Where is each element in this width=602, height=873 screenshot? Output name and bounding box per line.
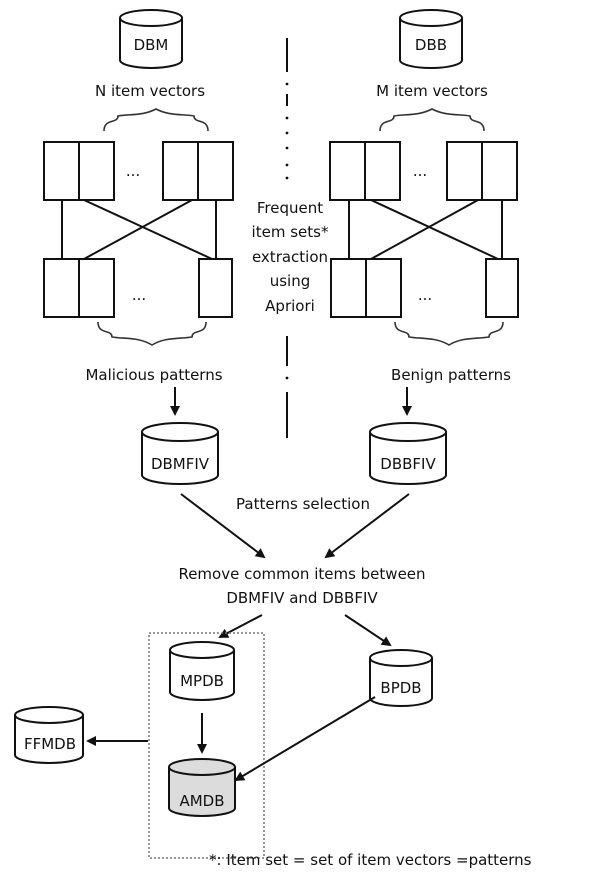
bpdb-label: BPDB	[380, 679, 421, 697]
m-item-vectors-label: M item vectors	[376, 82, 488, 100]
mpdb-amdb-group-box	[148, 632, 265, 859]
lattice-edge	[370, 199, 499, 260]
ellipsis: ...	[132, 286, 146, 304]
amdb-label: AMDB	[179, 792, 224, 810]
ellipsis: ...	[413, 162, 427, 180]
ellipsis: ...	[418, 286, 432, 304]
dbb-database: DBB	[399, 9, 463, 69]
dbbfiv-database: DBBFIV	[369, 422, 447, 485]
benign-vector-lattice: ... ...	[329, 141, 519, 318]
item-vector-box	[446, 141, 518, 201]
svg-text:using: using	[270, 272, 311, 290]
ellipsis: ...	[126, 162, 140, 180]
ffmdb-label: FFMDB	[24, 735, 76, 753]
mpdb-database: MPDB	[169, 641, 235, 701]
lattice-edge	[370, 199, 479, 260]
footnote: *: Item set = set of item vectors =patte…	[209, 851, 532, 869]
arrow-dbbfiv-to-remove	[324, 493, 410, 559]
item-vector-box	[43, 258, 115, 318]
benign-patterns-label: Benign patterns	[391, 366, 511, 384]
dbm-database: DBM	[119, 9, 183, 69]
remove-common-items-label-line2: DBMFIV and DBBFIV	[226, 589, 378, 607]
dbm-label: DBM	[134, 36, 169, 54]
frequent-itemsets-label: Frequent item sets* extraction using Apr…	[252, 199, 329, 315]
lattice-edge	[83, 199, 213, 260]
item-vector-box	[162, 141, 234, 201]
item-vector-box	[43, 141, 115, 201]
dbmfiv-database: DBMFIV	[141, 422, 219, 485]
dbbfiv-label: DBBFIV	[380, 455, 436, 473]
arrow-to-bpdb	[344, 614, 392, 647]
amdb-database: AMDB	[168, 758, 236, 817]
mpdb-label: MPDB	[180, 672, 224, 690]
svg-text:item sets*: item sets*	[252, 223, 329, 241]
n-item-vectors-label: N item vectors	[95, 82, 205, 100]
lattice-edge	[83, 199, 193, 260]
arrow-dbmfiv-to-remove	[180, 493, 266, 559]
m-vectors-brace	[379, 108, 485, 132]
center-divider	[285, 38, 289, 438]
patterns-selection-label: Patterns selection	[236, 495, 370, 513]
malicious-patterns-label: Malicious patterns	[85, 366, 222, 384]
item-vector-box	[485, 258, 519, 318]
malicious-vector-lattice: ... ...	[43, 141, 234, 318]
svg-text:extraction: extraction	[252, 248, 328, 266]
dbmfiv-label: DBMFIV	[151, 455, 210, 473]
n-vectors-brace	[103, 108, 209, 132]
arrow-bpdb-to-amdb	[234, 696, 376, 782]
bpdb-database: BPDB	[369, 649, 433, 707]
dbb-label: DBB	[415, 36, 447, 54]
item-vector-box	[330, 258, 402, 318]
ffmdb-database: FFMDB	[14, 706, 84, 764]
benign-patterns-brace	[394, 321, 504, 346]
item-vector-box	[198, 258, 233, 318]
svg-text:Frequent: Frequent	[257, 199, 323, 217]
svg-text:Apriori: Apriori	[265, 297, 315, 315]
malicious-patterns-brace	[97, 321, 207, 346]
item-vector-box	[329, 141, 401, 201]
remove-common-items-label-line1: Remove common items between	[178, 565, 425, 583]
